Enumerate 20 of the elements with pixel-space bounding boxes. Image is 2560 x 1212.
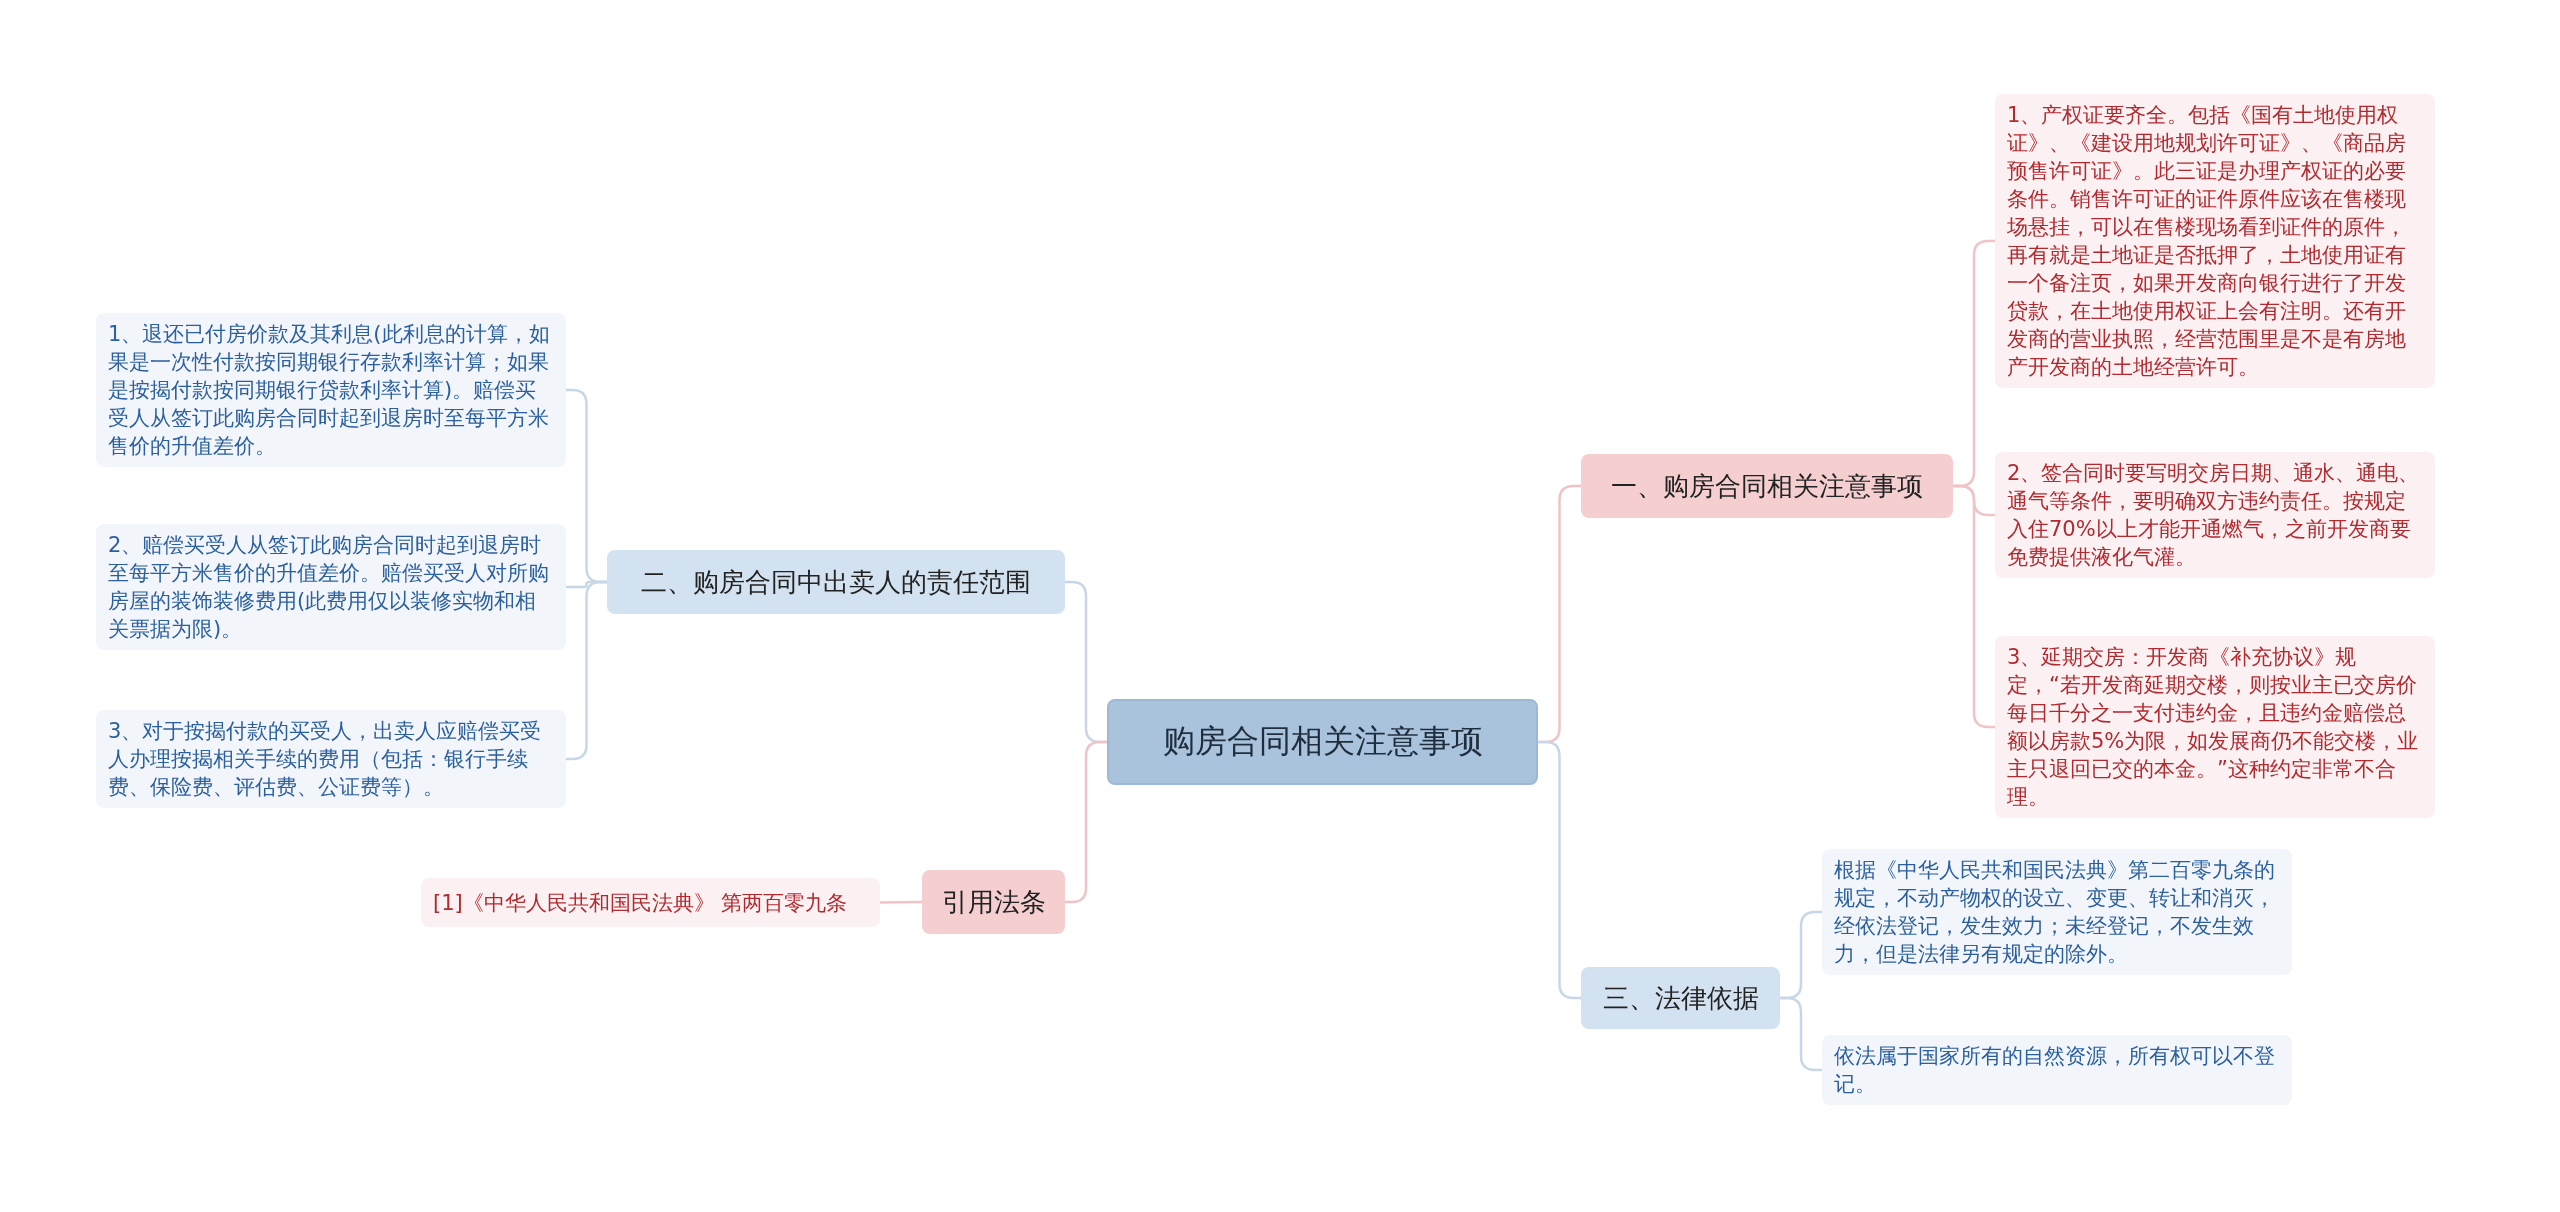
note-box: 2、签合同时要写明交房日期、通水、通电、通气等条件，要明确双方违约责任。按规定入住70%以上才能开通燃气，之前开发商要免费提供液化气灌。 xyxy=(1995,452,2435,578)
connector-line xyxy=(1953,484,1995,729)
connector-line xyxy=(1538,740,1581,1000)
note-box: 根据《中华人民共和国民法典》第二百零九条的规定，不动产物权的设立、变更、转让和消灭，经依法登记，发生效力；未经登记，不发生效力，但是法律另有规定的除外。 xyxy=(1822,849,2292,975)
connector-line xyxy=(1065,740,1107,904)
note-box: 依法属于国家所有的自然资源，所有权可以不登记。 xyxy=(1822,1035,2292,1105)
note-box: 3、延期交房：开发商《补充协议》规定，“若开发商延期交楼，则按业主已交房价每日千分之一支付违约金，且违约金赔偿总额以房款5%为限，如发展商仍不能交楼，业主只退回已交的本金。”这种约定非常不合理。 xyxy=(1995,636,2435,818)
note-box: [1]《中华人民共和国民法典》 第两百零九条 xyxy=(421,878,880,927)
topic-box: 引用法条 xyxy=(922,870,1065,934)
note-box: 1、退还已付房价款及其利息(此利息的计算，如果是一次性付款按同期银行存款利率计算；如果是按揭付款按同期银行贷款利率计算)。赔偿买受人从签订此购房合同时起到退房时至每平方米售价的升值差价。 xyxy=(96,313,566,467)
note-box: 1、产权证要齐全。包括《国有土地使用权证》、《建设用地规划许可证》、《商品房预售许可证》。此三证是办理产权证的必要条件。销售许可证的证件原件应该在售楼现场悬挂，可以在售楼现场看到证件的原件，再有就是土地证是否抵押了，土地使用证有一个备注页，如果开发商向银行进行了开发贷款，在土地使用权证上会有注明。还有开发商的营业执照，经营范围里是不是有房地产开发商的土地经营许可。 xyxy=(1995,94,2435,388)
topic-box: 一、购房合同相关注意事项 xyxy=(1581,454,1953,518)
connector-line xyxy=(1780,996,1822,1072)
note-box: 2、赔偿买受人从签订此购房合同时起到退房时至每平方米售价的升值差价。赔偿买受人对所购房屋的装饰装修费用(此费用仅以装修实物和相关票据为限)。 xyxy=(96,524,566,650)
note-box: 3、对于按揭付款的买受人，出卖人应赔偿买受人办理按揭相关手续的费用（包括：银行手续费、保险费、评估费、公证费等）。 xyxy=(96,710,566,808)
central-topic-box: 购房合同相关注意事项 xyxy=(1107,699,1538,785)
topic-box: 三、法律依据 xyxy=(1581,967,1780,1029)
connector-line xyxy=(566,580,607,761)
topic-box: 二、购房合同中出卖人的责任范围 xyxy=(607,550,1065,614)
connector-line xyxy=(880,900,922,904)
